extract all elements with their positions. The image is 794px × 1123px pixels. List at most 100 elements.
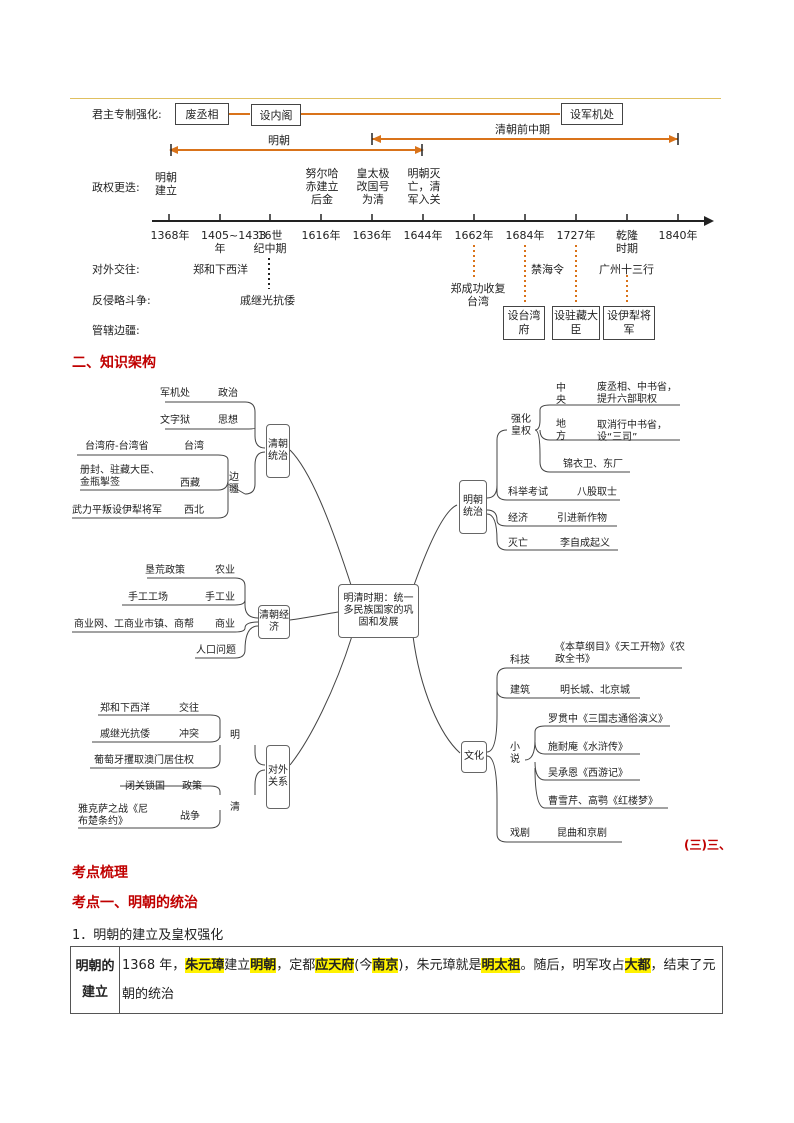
node-culture: 文化 [461, 741, 487, 773]
leaf-qing: 清 [230, 802, 240, 813]
power-row-label: 君主专制强化: [92, 108, 162, 121]
leaf-policy: 政策 [182, 781, 202, 792]
leaf-drama: 戏剧 [510, 828, 530, 839]
point1-title: 考点一、明朝的统治 [72, 895, 198, 911]
leaf-tibet-measures: 册封、驻藏大臣、金瓶掣签 [80, 465, 160, 488]
highlight-yingtian: 应天府 [315, 958, 355, 973]
leaf-agriculture: 农业 [215, 565, 235, 576]
leaf-taiwan: 台湾 [184, 441, 204, 452]
tick-label: 1684年 [505, 229, 545, 242]
leaf-economy-text: 引进新作物 [557, 513, 607, 524]
node-qing-economy: 清朝经济 [258, 605, 290, 639]
frontier-box-ili: 设伊犁将军 [603, 306, 655, 340]
leaf-commerce-network: 商业网、工商业市镇、商帮 [74, 619, 194, 630]
ming-founding-table: 明朝的 建立 1368 年，朱元璋建立明朝，定都应天府(今南京)，朱元璋就是明太… [70, 946, 723, 1014]
resist-qi-jiguang: 戚继光抗倭 [240, 294, 295, 307]
leaf-strengthen-power: 强化皇权 [511, 414, 531, 437]
leaf-tech-text: 《本草纲目》《天工开物》《农政全书》 [555, 642, 685, 665]
leaf-thought: 思想 [218, 415, 238, 426]
section2-title: 二、知识架构 [72, 355, 156, 371]
highlight-nanjing: 南京 [372, 958, 399, 973]
leaf-ming: 明 [230, 730, 240, 741]
tick-label: 1840年 [658, 229, 698, 242]
leaf-taiwan-province: 台湾府-台湾省 [85, 441, 149, 452]
node-ming-rule: 明朝统治 [459, 480, 487, 534]
leaf-architecture-text: 明长城、北京城 [560, 685, 630, 696]
leaf-fall: 灭亡 [508, 538, 528, 549]
power-box-grand-council: 设军机处 [561, 103, 623, 125]
table-header-line2: 建立 [81, 985, 108, 1000]
leaf-land-policy: 垦荒政策 [145, 565, 185, 576]
leaf-local-text: 取消行中书省，设“三司” [597, 420, 667, 443]
tick-label: 乾隆时期 [616, 229, 638, 255]
tick-label: 1368年 [150, 229, 190, 242]
power-box-abolish-chancellor: 废丞相 [175, 103, 229, 125]
tick-label: 1636年 [352, 229, 392, 242]
leaf-grand-council: 军机处 [160, 388, 190, 399]
leaf-macau: 葡萄牙攫取澳门居住权 [94, 755, 194, 766]
leaf-novel-sanguo: 罗贯中《三国志通俗演义》 [548, 714, 668, 725]
text-segment: 1368 年， [122, 958, 186, 973]
leaf-economy: 经济 [508, 513, 528, 524]
top-rule [70, 98, 721, 99]
highlight-ming-taizu: 明太祖 [481, 958, 521, 973]
text-segment: 建立 [224, 958, 251, 973]
frontier-box-taiwan: 设台湾府 [503, 306, 545, 340]
frontier-box-tibet: 设驻藏大臣 [552, 306, 600, 340]
leaf-architecture: 建筑 [510, 685, 530, 696]
highlight-zhu-yuanzhang: 朱元璋 [185, 958, 225, 973]
leaf-frontier: 边疆 [229, 472, 239, 495]
text-segment: 。随后，明军攻占 [520, 958, 625, 973]
regime-row-label: 政权更迭: [92, 181, 140, 194]
mindmap-lines [72, 401, 682, 843]
foreign-sea-ban: 禁海令 [531, 263, 564, 276]
leaf-exam: 科举考试 [508, 487, 548, 498]
leaf-novel: 小说 [510, 742, 520, 765]
table-header-cell: 明朝的 建立 [71, 947, 120, 1013]
leaf-drama-text: 昆曲和京剧 [557, 828, 607, 839]
table-content-cell: 1368 年，朱元璋建立明朝，定都应天府(今南京)，朱元璋就是明太祖。随后，明军… [120, 947, 722, 1013]
foreign-thirteen-hongs: 广州十三行 [599, 263, 654, 276]
ming-span-label: 明朝 [268, 134, 290, 147]
leaf-handicraft: 手工业 [205, 592, 235, 603]
event-ming-founded: 明朝建立 [155, 171, 177, 197]
leaf-conflict: 冲突 [179, 729, 199, 740]
tick-label: 1662年 [454, 229, 494, 242]
leaf-novel-shuihu: 施耐庵《水浒传》 [548, 742, 628, 753]
highlight-ming-dynasty: 明朝 [250, 958, 277, 973]
node-qing-rule: 清朝统治 [266, 424, 290, 478]
leaf-novel-honglou: 曹雪芹、高鹗《红楼梦》 [548, 796, 658, 807]
leaf-politics: 政治 [218, 388, 238, 399]
leaf-ili: 武力平叛设伊犁将军 [72, 505, 162, 516]
timeline-graphics [152, 113, 714, 305]
text-segment: )，朱元璋就是 [398, 958, 482, 973]
table-header-line1: 明朝的 [75, 959, 115, 974]
leaf-commerce: 商业 [215, 619, 235, 630]
leaf-literary-inquisition: 文字狱 [160, 415, 190, 426]
highlight-dadu: 大都 [624, 958, 651, 973]
foreign-row-label: 对外交往: [92, 263, 140, 276]
section3-title: 考点梳理 [72, 865, 128, 881]
leaf-northwest: 西北 [184, 505, 204, 516]
leaf-novel-xiyou: 吴承恩《西游记》 [548, 768, 628, 779]
leaf-exam-text: 八股取士 [577, 487, 617, 498]
mindmap-center: 明清时期：统一多民族国家的巩固和发展 [338, 584, 419, 638]
event-qing-named: 皇太极改国号为清 [356, 167, 390, 206]
node-foreign-relations: 对外关系 [266, 745, 290, 809]
leaf-central: 中央 [556, 383, 566, 406]
tick-label: 1727年 [556, 229, 596, 242]
leaf-qi-jiguang: 戚继光抗倭 [100, 729, 150, 740]
leaf-tibet: 西藏 [180, 478, 200, 489]
leaf-workshop: 手工工场 [128, 592, 168, 603]
leaf-tech: 科技 [510, 655, 530, 666]
corner-text: (三)三、 [684, 838, 731, 852]
resist-zheng-chenggong: 郑成功收复台湾 [450, 282, 506, 308]
leaf-albazin: 雅克萨之战《尼布楚条约》 [78, 804, 148, 827]
leaf-war: 战争 [180, 811, 200, 822]
power-box-cabinet: 设内阁 [251, 104, 301, 126]
resist-row-label: 反侵略斗争: [92, 294, 151, 307]
subheading-ming-founding: 1．明朝的建立及皇权强化 [72, 928, 224, 943]
text-segment: (今 [354, 958, 373, 973]
leaf-central-text: 废丞相、中书省，提升六部职权 [597, 382, 677, 405]
tick-label: 16世纪中期 [253, 229, 287, 255]
